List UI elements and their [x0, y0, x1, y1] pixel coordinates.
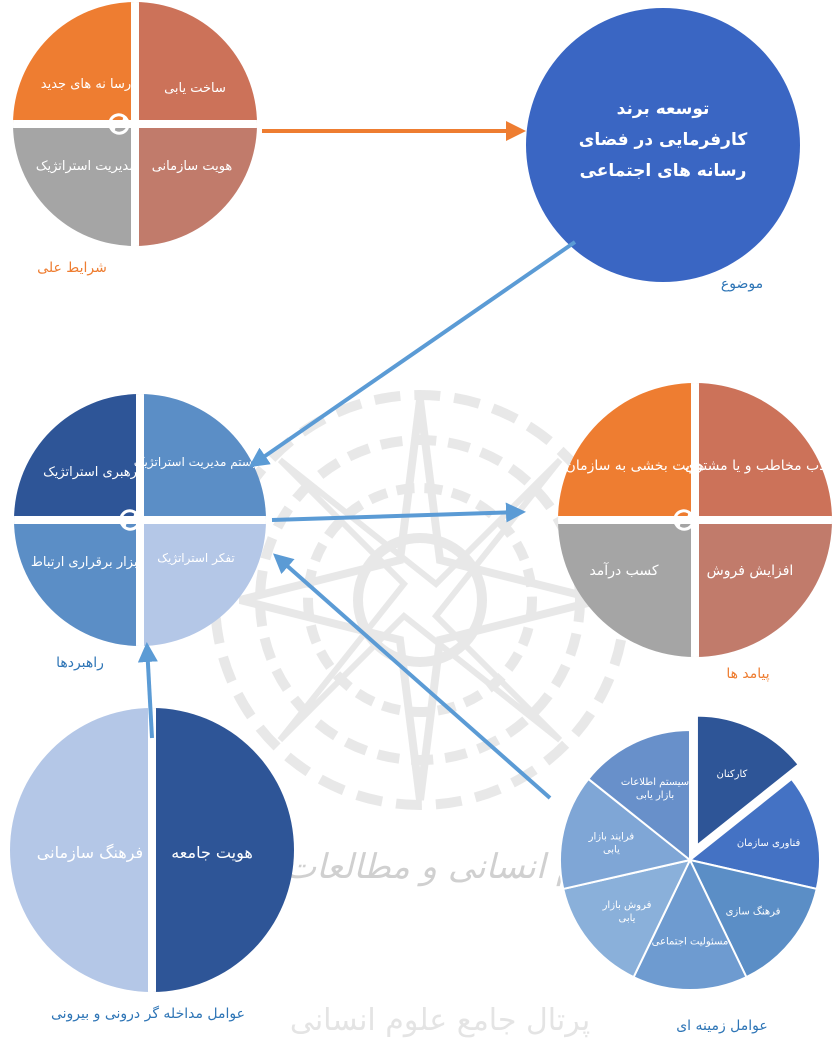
quadrant-label: رسا نه های جدید: [41, 77, 131, 92]
pie-slice: [586, 728, 691, 863]
arrow-context-to-strategies: [273, 553, 552, 800]
outcomes-circle: [558, 383, 832, 657]
caption-outcomes: پیامد ها: [726, 666, 769, 682]
pie-slice-label: فناوری سازمان: [737, 838, 801, 849]
causal-conditions-circle: [13, 2, 257, 246]
caption-strategies: راهبردها: [56, 655, 104, 671]
topic-line-1: توسعه برند: [617, 99, 710, 119]
pie-slice: [687, 777, 821, 891]
caption-causal-conditions: شرایط علی: [37, 260, 107, 276]
pie-slice-label: کارکنان: [717, 769, 748, 780]
context-pie: [559, 714, 821, 991]
quadrant-label: رهبری استراتژیک: [43, 465, 137, 480]
pie-slice: [688, 858, 818, 979]
intervening-left-label: فرهنگ سازمانی: [37, 843, 143, 863]
quadrant-label: کسب درآمد: [589, 562, 658, 579]
pie-slice: [695, 714, 800, 848]
topic-line-2: کارفرمایی در فضای: [579, 130, 748, 150]
caption-intervening: عوامل مداخله گر درونی و بیرونی: [51, 1005, 245, 1022]
pie-slice: [562, 858, 692, 979]
quadrant-label: هویت سازمانی: [152, 159, 233, 174]
quadrant-label: سیستم مدیریت استراتژیک: [134, 455, 266, 470]
caption-topic: موضوع: [721, 276, 763, 292]
arrow-topic-to-strategies: [248, 240, 577, 468]
pie-slice-label: فرهنگ سازی: [726, 905, 781, 917]
topic-line-3: رسانه های اجتماعی: [580, 161, 747, 181]
quadrant-label: افزایش فروش: [707, 563, 794, 579]
pie-slice: [632, 857, 748, 991]
quadrant-label: ابزار برقراری ارتباط: [31, 555, 141, 570]
quadrant-label: تفکر استراتژیک: [157, 551, 234, 566]
arrow-strategies-to-outcomes: [271, 502, 526, 523]
context-pie-labels: کارکنان فناوری سازمان فرهنگ سازی مسئولیت اج…: [588, 769, 801, 948]
quadrant-label: ساخت یابی: [164, 81, 226, 96]
pie-slice: [559, 777, 693, 891]
strategies-circle: [14, 394, 266, 646]
watermark-rosette: [210, 390, 630, 810]
caption-context: عوامل زمینه ای: [676, 1018, 768, 1034]
quadrant-label: جذب مخاطب و یا مشتری: [685, 458, 836, 474]
quadrant-label: مدیریت استراتژیک: [36, 159, 136, 174]
quadrant-label: هویت بخشی به سازمان: [566, 458, 705, 474]
watermark-text-2: پرتال جامع علوم انسانی: [290, 1003, 590, 1038]
arrow-intervening-to-strategies: [137, 642, 158, 739]
intervening-right-label: هویت جامعه: [171, 843, 253, 863]
topic-circle: [526, 8, 800, 282]
pie-slice-label: مسئولیت اجتماعی: [652, 937, 729, 948]
